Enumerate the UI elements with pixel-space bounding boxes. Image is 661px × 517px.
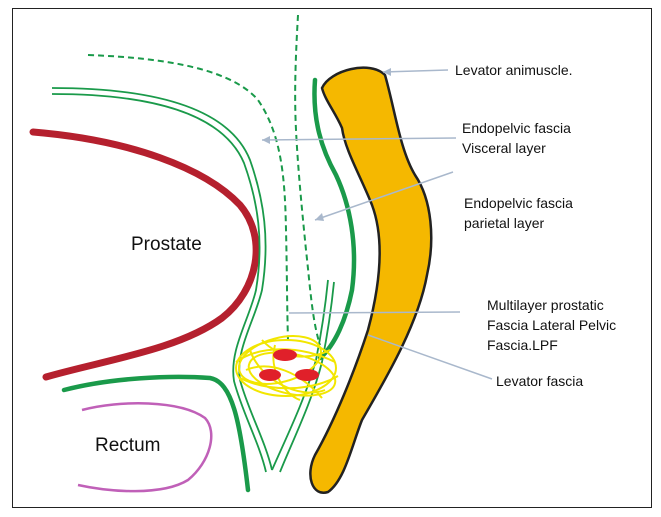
dashed-fascia-right <box>295 15 320 345</box>
vessel-1 <box>273 349 297 361</box>
levator-ani-label: Levator animuscle. <box>455 60 573 81</box>
levator-fascia-label: Levator fascia <box>496 371 583 392</box>
visceral-fascia-outer <box>52 88 272 470</box>
vessel-3 <box>295 369 319 381</box>
lpf-label-line2: Fascia Lateral Pelvic <box>487 315 616 336</box>
lpf-label-line3: Fascia.LPF <box>487 335 558 356</box>
rectum-label: Rectum <box>95 434 160 458</box>
visceral-label-line2: Visceral layer <box>462 138 546 159</box>
lpf-label-line1: Multilayer prostatic <box>487 295 604 316</box>
parietal-label-line2: parietal layer <box>464 213 544 234</box>
vessel-2 <box>259 369 281 381</box>
visceral-label-line1: Endopelvic fascia <box>462 118 571 139</box>
parietal-label-line1: Endopelvic fascia <box>464 193 573 214</box>
neurovascular-bundle <box>234 328 339 403</box>
prostate-label: Prostate <box>131 233 202 257</box>
